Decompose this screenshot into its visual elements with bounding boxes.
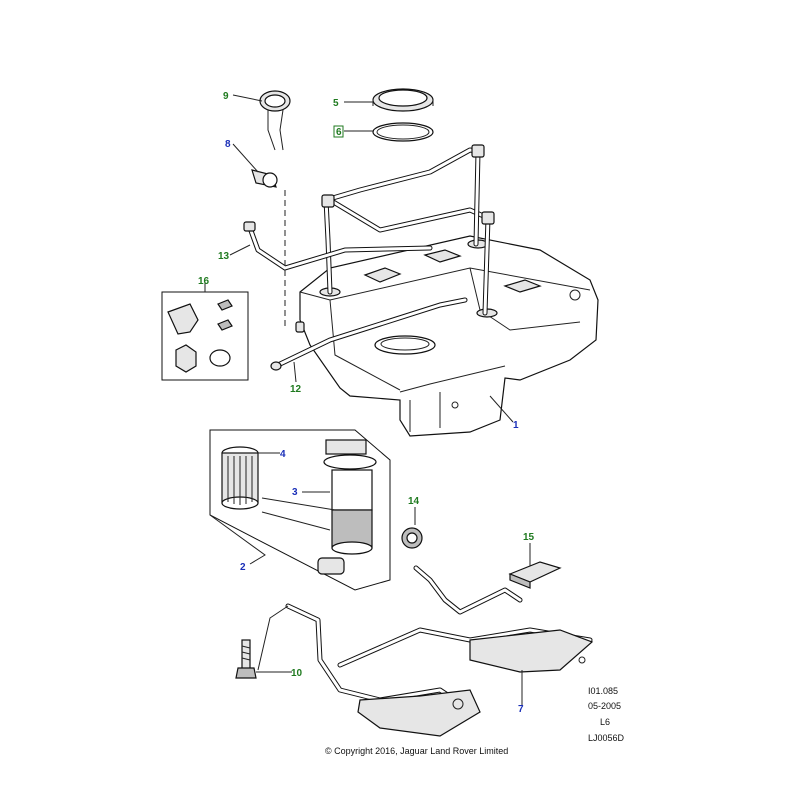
vent-pipe-network [321,144,495,316]
kit-box [161,291,249,381]
callout-2: 2 [240,562,246,573]
callout-1: 1 [513,420,519,431]
ref-code: I01.085 [588,686,619,696]
locking-ring [372,88,434,112]
tank-strap-frame [285,565,594,737]
callout-6: 6 [336,127,342,138]
variant: L6 [600,717,611,727]
leader-lines [204,94,531,706]
callout-12: 12 [290,384,302,395]
fuel-pipe [270,297,468,371]
pad [508,561,562,589]
callout-8: 8 [225,139,231,150]
callout-14: 14 [408,496,420,507]
pump-module-box [209,429,391,591]
callout-5: 5 [333,98,339,109]
hose [243,221,433,271]
connector [251,169,305,333]
date: 05-2005 [588,701,622,711]
grommet [401,527,423,549]
copyright: © Copyright 2016, Jaguar Land Rover Limi… [325,746,509,756]
callout-15: 15 [523,532,535,543]
seal [372,122,434,142]
callout-7: 7 [518,704,524,715]
illustration-code: LJ0056D [588,733,625,743]
callout-13: 13 [218,251,230,262]
bolt [235,639,257,679]
clamp-clip [259,90,291,151]
callout-10: 10 [291,668,303,679]
fuel-tank [299,235,599,437]
callout-9: 9 [223,91,229,102]
callout-4: 4 [280,449,286,460]
callout-6-box [333,125,344,138]
callout-16: 16 [198,276,210,287]
callout-3: 3 [292,487,298,498]
